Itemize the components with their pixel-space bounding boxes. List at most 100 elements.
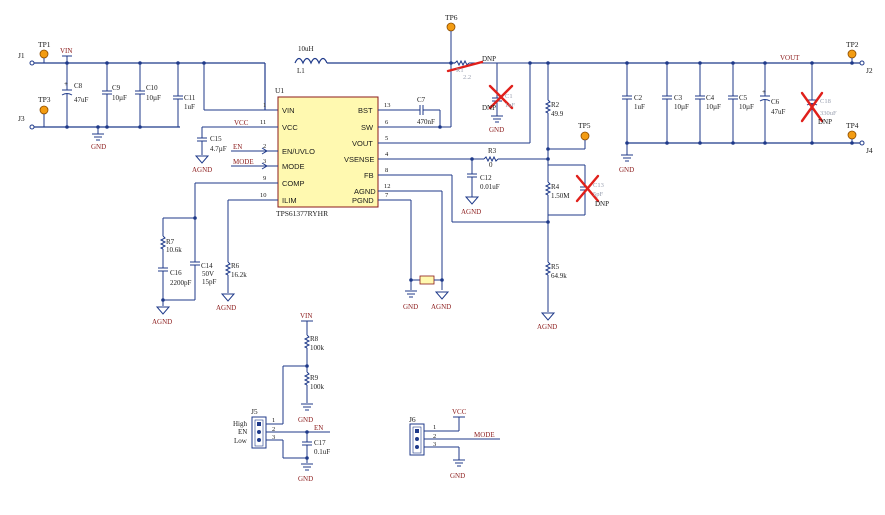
resistor-r8: R8 100k [303,334,325,372]
svg-text:9: 9 [263,175,266,182]
net-vin-flag: VIN [60,47,72,63]
svg-text:R9: R9 [310,374,319,382]
svg-text:0.01uF: 0.01uF [480,183,500,191]
tp2-label: TP2 [846,40,859,49]
connector-j4[interactable]: J4 [859,140,873,155]
tp3-label: TP3 [38,95,51,104]
capacitor-c18: C18 330uF DNP [800,63,837,143]
capacitor-c2: C2 1uF [622,63,645,155]
connector-j6[interactable]: J6 [409,415,425,456]
svg-text:11: 11 [260,119,266,126]
ic-left-pins: VIN VCC EN/UVLO MODE COMP ILIM 1 11 2 3 … [260,102,315,205]
svg-text:VCC: VCC [452,408,467,416]
connector-j3[interactable]: J3 [18,114,35,130]
svg-text:12: 12 [384,183,391,190]
svg-text:49.9: 49.9 [551,110,564,118]
svg-text:C12: C12 [480,174,492,182]
ic-ref: U1 [275,86,284,95]
svg-text:AGND: AGND [152,318,172,326]
svg-text:R7: R7 [166,238,175,246]
connector-j5[interactable]: J5 [251,407,267,449]
connector-j1[interactable]: J1 [18,51,35,66]
svg-text:47uF: 47uF [74,96,89,104]
svg-text:MODE: MODE [474,431,495,439]
ic-u1-body[interactable] [277,96,379,208]
capacitor-c5: C5 10µF [728,63,754,143]
capacitor-c9: C9 10µF [102,63,127,127]
svg-text:+: + [762,88,766,96]
svg-text:1: 1 [433,424,436,431]
svg-text:100k: 100k [310,383,325,391]
capacitor-c7: C7 470nF [413,96,441,127]
resistor-r3: R3 0 [483,147,499,169]
svg-text:0: 0 [489,161,493,169]
svg-text:C15: C15 [210,135,222,143]
gnd-j6: GND [450,447,465,480]
tp4-label: TP4 [846,121,859,130]
svg-text:FB: FB [364,171,374,180]
svg-text:C11: C11 [184,94,196,102]
resistor-r4: R4 1.50M [544,159,570,262]
agnd-comp: AGND [152,306,172,326]
svg-text:10uH: 10uH [298,45,314,53]
gnd-c17: GND [298,463,313,483]
svg-text:GND: GND [489,126,504,134]
net-vcc-j6: VCC [452,408,467,431]
j1-label: J1 [18,51,25,60]
svg-text:10µF: 10µF [739,103,754,111]
resistor-r5: R5 64.9k [544,261,567,312]
svg-text:MODE: MODE [282,162,305,171]
svg-text:VCC: VCC [282,123,298,132]
j5-high-label: High [233,420,248,428]
svg-text:C14: C14 [201,262,213,270]
svg-text:PGND: PGND [352,196,374,205]
svg-text:EN: EN [233,143,242,151]
svg-text:C9: C9 [112,84,121,92]
connector-j2[interactable]: J2 [859,60,873,75]
testpoint-tp3[interactable]: TP3 [38,95,51,127]
svg-text:C4: C4 [706,94,715,102]
agnd-r5: AGND [537,312,557,331]
capacitor-c6: + C6 47uF [759,63,786,143]
svg-text:DNP: DNP [482,104,496,112]
testpoint-tp5[interactable]: TP5 [548,121,591,150]
capacitor-c4: C4 10µF [695,63,721,143]
svg-text:MODE: MODE [233,158,254,166]
svg-text:COMP: COMP [282,179,305,188]
svg-text:C16: C16 [170,269,182,277]
net-vout-label: VOUT [780,54,800,62]
svg-text:R6: R6 [231,262,240,270]
svg-text:C1: C1 [505,93,513,100]
resistor-r7: R7 10.6k [159,218,182,268]
svg-text:10µF: 10µF [706,103,721,111]
svg-text:C17: C17 [314,439,326,447]
j2-label: J2 [866,66,873,75]
svg-text:4.7µF: 4.7µF [210,145,227,153]
svg-text:C18: C18 [820,98,831,105]
capacitor-c15: C15 4.7µF [197,126,236,155]
testpoint-tp4[interactable]: TP4 [846,121,859,143]
j5-en-label: EN [238,428,247,436]
svg-text:2: 2 [433,433,436,440]
testpoint-tp6[interactable]: TP6 [445,13,458,127]
ic-part: TPS61377RYHR [276,209,328,218]
svg-text:C6: C6 [771,98,780,106]
svg-text:EN: EN [314,424,323,432]
ic-right-pins: BST SW VOUT VSENSE FB AGND PGND 13 6 5 4… [344,102,391,205]
agnd-c12: AGND [461,196,481,216]
gnd-r9: GND [298,403,313,424]
gnd-pgnd: GND [403,290,418,311]
testpoint-tp1[interactable]: TP1 [38,40,51,63]
testpoint-tp2[interactable]: TP2 [846,40,859,63]
svg-text:1: 1 [272,417,275,424]
svg-text:10µF: 10µF [674,103,689,111]
svg-text:ILIM: ILIM [282,196,297,205]
svg-text:4: 4 [385,151,389,158]
svg-text:AGND: AGND [192,166,212,174]
svg-text:2: 2 [263,143,266,150]
svg-text:2: 2 [272,426,275,433]
agnd-ic: AGND [431,291,451,311]
snubber-r1: DNP R1 2.2 [446,55,497,81]
svg-text:GND: GND [298,475,313,483]
